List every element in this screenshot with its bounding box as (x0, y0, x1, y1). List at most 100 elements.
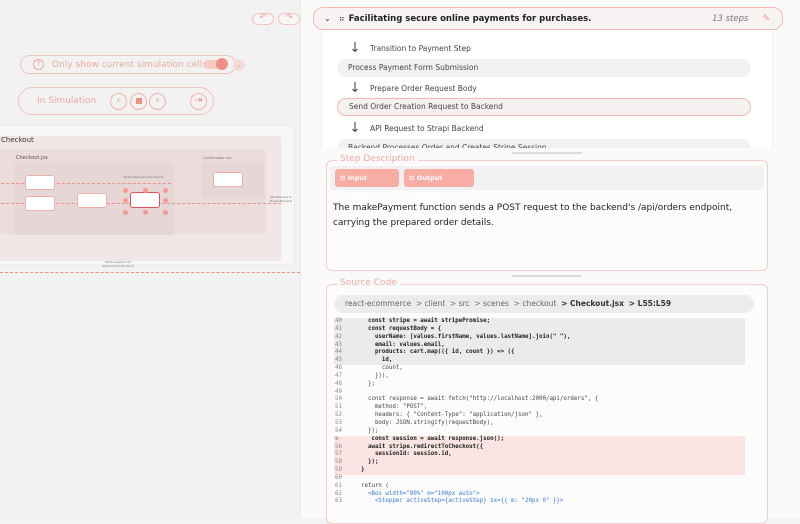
line-number: 61 (335, 482, 342, 489)
code-line: 63 <Stepper activeStep={activeStep} sx={… (334, 498, 745, 506)
code-line: 60 (334, 475, 745, 483)
line-number: 54 (335, 427, 342, 434)
arrow-down-icon: ↓ (349, 40, 361, 56)
next-step-button[interactable]: › (149, 93, 166, 110)
edge-label: API Request to Strapi Backend (269, 195, 293, 203)
line-number: 45 (335, 357, 342, 364)
source-code-legend: Source Code (337, 278, 400, 288)
chevron-down-icon[interactable]: ⌄ (324, 14, 331, 23)
code-text: <Stepper activeStep={activeStep} sx={{ m… (354, 498, 564, 505)
line-number: 51 (335, 404, 342, 411)
line-number: 58 (335, 459, 342, 466)
simulation-cells-toggle[interactable] (204, 58, 228, 70)
step-item-active[interactable]: Send Order Creation Request to Backend (337, 98, 751, 116)
code-line: 59 } (334, 467, 745, 475)
breadcrumb-item[interactable]: scenes (482, 299, 509, 308)
breadcrumb-file[interactable]: Checkout.jsx (570, 299, 624, 308)
code-text: } (354, 467, 365, 474)
line-number: 56 (335, 443, 342, 450)
line-number: 60 (335, 474, 342, 481)
undo-button[interactable]: ↶ (252, 13, 274, 25)
transition-item[interactable]: ↓Prepare Order Request Body (322, 78, 477, 98)
flow-header[interactable]: ⌄ ⠶ Facilitating secure online payments … (313, 7, 783, 30)
input-icon: ⊟ (340, 174, 348, 182)
line-number: 63 (335, 498, 342, 505)
flow-node[interactable] (213, 172, 243, 187)
code-line: 57 sessionId: session.id, (334, 451, 745, 460)
flow-details-panel: ⌄ ⠶ Facilitating secure online payments … (300, 0, 800, 524)
step-item[interactable]: Backend Processes Order and Creates Stri… (337, 139, 751, 148)
flow-node-active[interactable] (130, 192, 160, 208)
output-example-button[interactable]: ⊡ Output example (404, 169, 474, 200)
code-line: 52 headers: { "Content-Type": "applicati… (334, 412, 745, 420)
step-description-text: The makePayment function sends a POST re… (333, 203, 733, 228)
edge-label: Stripe Session ID Returned to Frontend (102, 260, 134, 268)
pencil-icon[interactable]: ✎ (762, 13, 770, 24)
code-line: 42 userName: [values.firstName, values.l… (334, 333, 745, 342)
line-number: 62 (335, 490, 342, 497)
code-text: }; (354, 380, 375, 387)
breadcrumb-item[interactable]: react-ecommerce (345, 299, 412, 308)
code-line: 61 return ( (334, 483, 745, 491)
line-number: 49 (335, 388, 342, 395)
line-number: 47 (335, 372, 342, 379)
code-text: count, (354, 365, 403, 372)
line-number: 52 (335, 412, 342, 419)
simulation-label: In Simulation (37, 96, 97, 106)
chevron-down-icon[interactable]: ⌄ (233, 59, 245, 71)
code-line: 62 <Box width="80%" m="100px auto"> (334, 491, 745, 499)
group-checkout-label: Checkout (1, 136, 34, 144)
code-line: 58 }); (334, 459, 745, 468)
code-line: 56 await stripe.redirectToCheckout({ (334, 443, 745, 452)
flow-node[interactable] (25, 175, 55, 190)
flow-node[interactable] (25, 196, 55, 211)
code-text: method: "POST", (354, 404, 428, 411)
code-text: const session = await response.json(); (354, 435, 505, 442)
flow-title: Facilitating secure online payments for … (348, 13, 592, 24)
code-line: 49 (334, 389, 745, 397)
code-line: 41 const requestBody = { (334, 325, 745, 334)
breadcrumb-item[interactable]: checkout (522, 299, 557, 308)
example-toolbar: ⊟ Input example ⊡ Output example (330, 166, 764, 200)
arrow-down-icon: ↓ (349, 120, 361, 136)
exit-simulation-button[interactable]: ⇥ (190, 93, 207, 110)
resize-handle[interactable] (512, 152, 582, 154)
resize-handle[interactable] (512, 275, 582, 277)
input-example-button[interactable]: ⊟ Input example (335, 169, 399, 200)
line-number: 57 (335, 451, 342, 458)
code-line: 47 })), (334, 373, 745, 381)
undo-icon: ↶ (259, 13, 267, 23)
code-line: 40 const stripe = await stripePromise; (334, 318, 745, 326)
flow-node[interactable] (77, 193, 107, 208)
step-description-section: Step Description ⊟ Input example ⊡ Outpu… (326, 154, 768, 271)
group-checkout-jsx-label: Checkout.jsx (16, 155, 48, 161)
transition-item[interactable]: ↓API Request to Strapi Backend (322, 118, 484, 138)
code-text: id, (354, 357, 393, 364)
code-text: })), (354, 372, 389, 379)
group-confirmation-label: Confirmation.jsx (203, 156, 232, 160)
file-breadcrumb: react-ecommerce > client > src > scenes … (334, 295, 754, 313)
step-item[interactable]: Process Payment Form Submission (337, 59, 751, 77)
transition-item[interactable]: ↓Transition to Payment Step (322, 38, 471, 58)
line-number: 48 (335, 380, 342, 387)
help-icon[interactable]: ? (33, 59, 44, 70)
previous-step-button[interactable]: ‹ (110, 93, 127, 110)
step-description-legend: Step Description (337, 154, 418, 164)
stop-button[interactable] (130, 93, 147, 110)
breadcrumb-item[interactable]: client (424, 299, 446, 308)
code-line: 48 }; (334, 381, 745, 389)
line-number: 42 (335, 333, 342, 340)
flow-diagram[interactable]: Checkout Checkout.jsx Confirmation.jsx S… (0, 125, 295, 265)
code-text: await stripe.redirectToCheckout({ (354, 443, 484, 450)
breadcrumb-item[interactable]: src (458, 299, 470, 308)
simulation-controls: In Simulation ‹ › ⇥ (18, 87, 214, 115)
code-line: 54 }); (334, 428, 745, 436)
line-number: 53 (335, 419, 342, 426)
code-text: sessionId: session.id, (354, 451, 452, 458)
line-number: 40 (335, 318, 342, 324)
redo-icon: ↷ (285, 13, 293, 23)
code-text: <Box width="80%" m="100px auto"> (354, 490, 480, 497)
code-line: 50 const response = await fetch("http://… (334, 396, 745, 404)
code-line: 46 count, (334, 365, 745, 373)
redo-button[interactable]: ↷ (278, 13, 300, 25)
